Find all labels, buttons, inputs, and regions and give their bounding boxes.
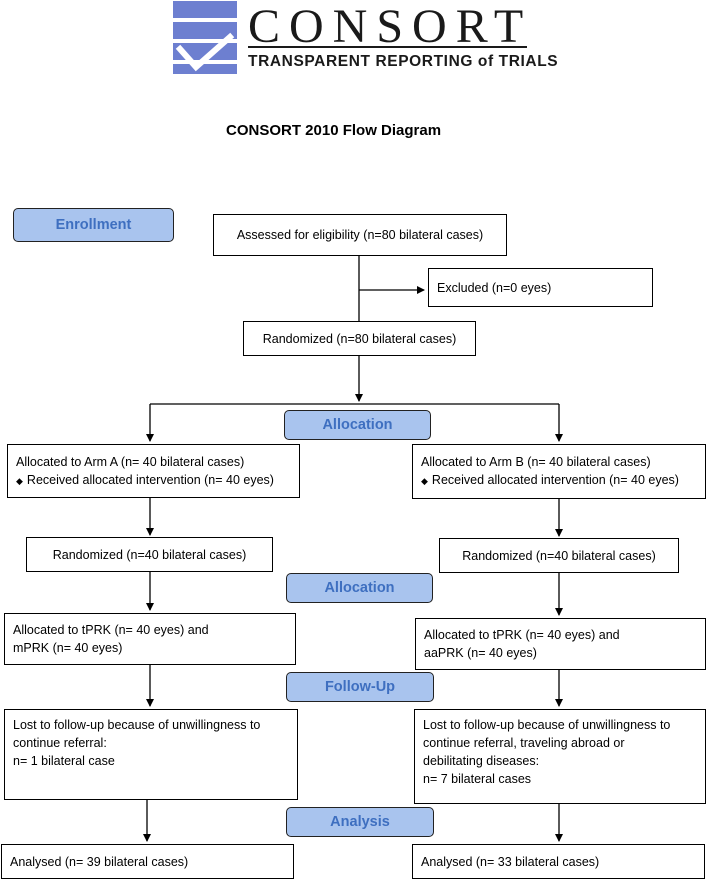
box-allocated-arm-b: Allocated to Arm B (n= 40 bilateral case… [412, 444, 706, 499]
box-allocated-tprk-mprk: Allocated to tPRK (n= 40 eyes) and mPRK … [4, 613, 296, 665]
stage-allocation-second: Allocation [286, 573, 433, 603]
box-randomized: Randomized (n=80 bilateral cases) [243, 321, 476, 356]
box-analysed-arm-b: Analysed (n= 33 bilateral cases) [412, 844, 705, 879]
logo-checkmark-icon [173, 1, 237, 74]
box-randomized-arm-a: Randomized (n=40 bilateral cases) [26, 537, 273, 572]
box-assessed-eligibility: Assessed for eligibility (n=80 bilateral… [213, 214, 507, 256]
diamond-bullet-icon: ◆ [16, 475, 23, 486]
box-excluded: Excluded (n=0 eyes) [428, 268, 653, 307]
stage-analysis: Analysis [286, 807, 434, 837]
box-lost-follow-up-arm-a: Lost to follow-up because of unwillingne… [4, 709, 298, 800]
consort-logo: CONSORT TRANSPARENT REPORTING of TRIALS [172, 0, 558, 75]
logo-tagline: TRANSPARENT REPORTING of TRIALS [248, 53, 559, 70]
diamond-bullet-icon: ◆ [421, 476, 428, 486]
box-allocated-arm-a: Allocated to Arm A (n= 40 bilateral case… [7, 444, 300, 498]
logo-wordmark: CONSORT [248, 0, 533, 53]
page-title: CONSORT 2010 Flow Diagram [226, 122, 442, 139]
box-analysed-arm-a: Analysed (n= 39 bilateral cases) [1, 844, 294, 879]
logo-rule [248, 46, 527, 48]
box-allocated-tprk-aaprk: Allocated to tPRK (n= 40 eyes) and aaPRK… [415, 618, 706, 670]
stage-follow-up: Follow-Up [286, 672, 434, 702]
stage-allocation: Allocation [284, 410, 431, 440]
stage-enrollment: Enrollment [13, 208, 174, 242]
box-randomized-arm-b: Randomized (n=40 bilateral cases) [439, 538, 679, 573]
box-lost-follow-up-arm-b: Lost to follow-up because of unwillingne… [414, 709, 706, 804]
